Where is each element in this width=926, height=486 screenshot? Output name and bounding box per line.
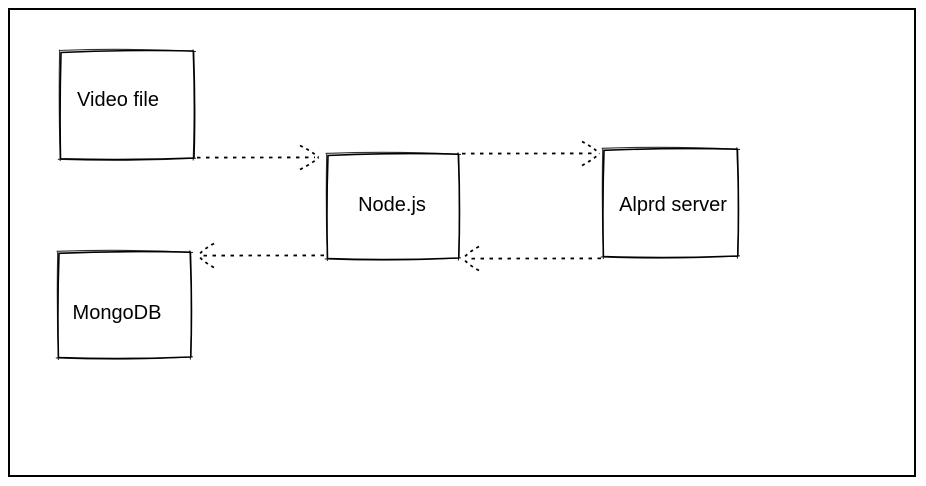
node-video-file[interactable]: Video file — [57, 48, 197, 162]
edge-nodejs-to-mongodb[interactable] — [197, 242, 325, 269]
node-mongodb[interactable]: MongoDB — [55, 249, 194, 361]
arrowhead-right-icon — [581, 140, 601, 167]
video-file-box-sketch — [57, 48, 197, 162]
diagram-frame — [8, 8, 916, 477]
video-file-label: Video file — [77, 89, 159, 111]
node-nodejs[interactable]: Node.js — [324, 151, 462, 262]
arrowhead-left-icon — [197, 242, 215, 269]
edge-alprd-server-to-nodejs[interactable] — [462, 245, 602, 272]
nodejs-label: Node.js — [358, 194, 426, 216]
nodejs-box-sketch — [324, 151, 462, 262]
arrowhead-right-icon — [299, 144, 320, 171]
mongodb-label: MongoDB — [73, 302, 162, 324]
edge-nodejs-to-alprd-server[interactable] — [461, 140, 601, 167]
mongodb-box-sketch — [55, 249, 194, 361]
arrowhead-left-icon — [462, 245, 480, 272]
alprd-server-box-sketch — [600, 146, 741, 260]
edge-video-file-to-nodejs[interactable] — [196, 144, 320, 171]
node-alprd-server[interactable]: Alprd server — [600, 146, 741, 260]
alprd-server-label: Alprd server — [619, 194, 727, 216]
